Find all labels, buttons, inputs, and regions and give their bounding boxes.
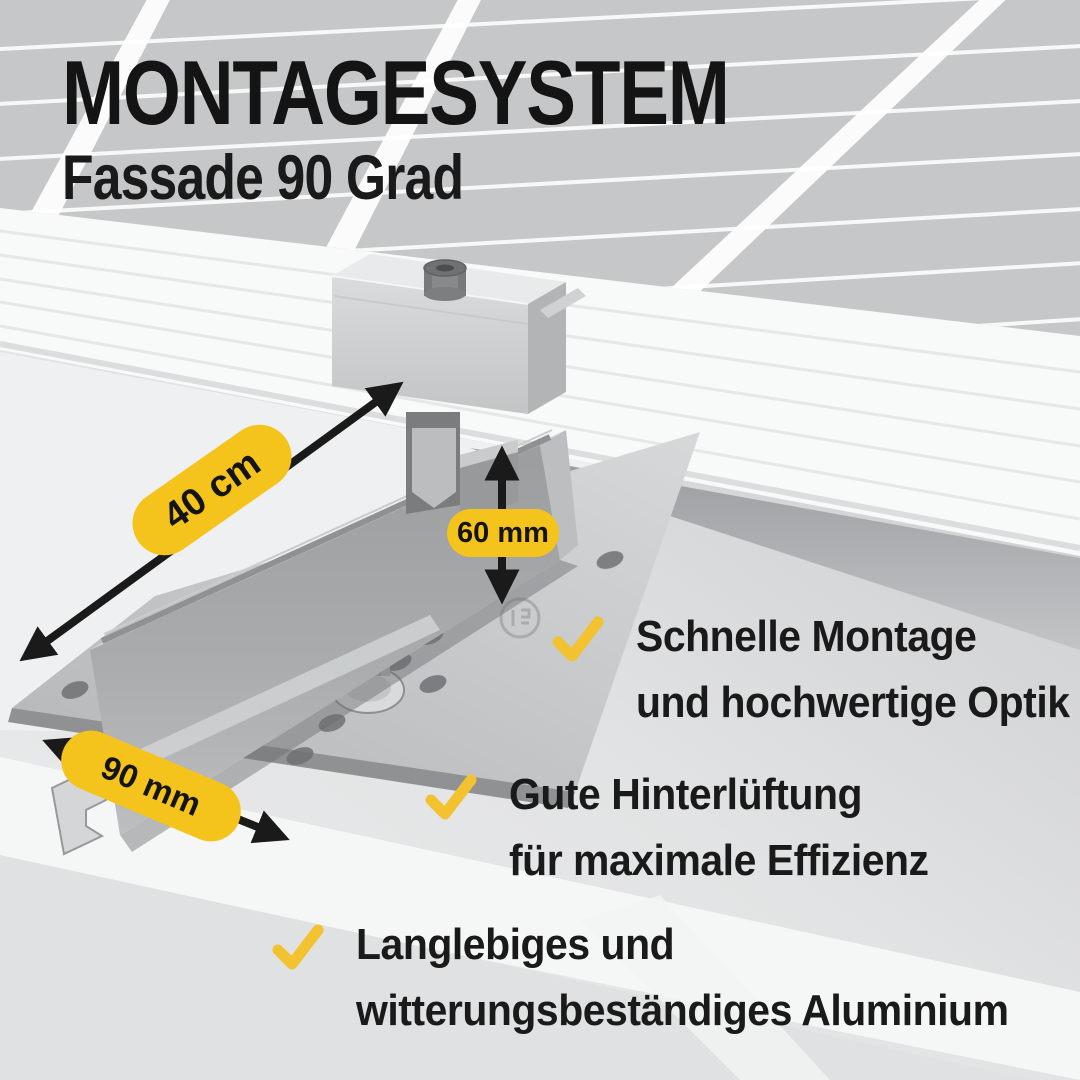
dimension-label-profile-height: 60 mm [447,509,559,557]
page-title: MONTAGESYSTEM [62,43,730,144]
clamp-bolt [423,259,467,301]
feature-line: und hochwertige Optik [636,678,1070,727]
feature-text: Schnelle Montage und hochwertige Optik [636,604,1070,736]
feature-item: Langlebiges und witterungsbeständiges Al… [272,912,1058,1044]
feature-text: Gute Hinterlüftung für maximale Effizien… [509,762,929,894]
feature-line: für maximale Effizienz [509,836,929,885]
plate-stamp [499,597,541,639]
feature-item: Schnelle Montage und hochwertige Optik [552,604,1080,736]
feature-text: Langlebiges und witterungsbeständiges Al… [356,912,1009,1044]
panel-cell-gaps [16,0,1016,336]
check-icon [425,774,477,820]
end-clamp [331,254,586,414]
check-icon [552,616,604,662]
feature-line: Schnelle Montage [636,612,977,661]
check-icon [272,924,324,970]
feature-line: witterungsbeständiges Aluminium [356,986,1009,1035]
feature-line: Gute Hinterlüftung [509,770,863,819]
feature-item: Gute Hinterlüftung für maximale Effizien… [425,762,960,894]
headline-block: MONTAGESYSTEM Fassade 90 Grad [62,48,875,210]
page-subtitle: Fassade 90 Grad [62,143,464,213]
feature-line: Langlebiges und [356,920,675,969]
